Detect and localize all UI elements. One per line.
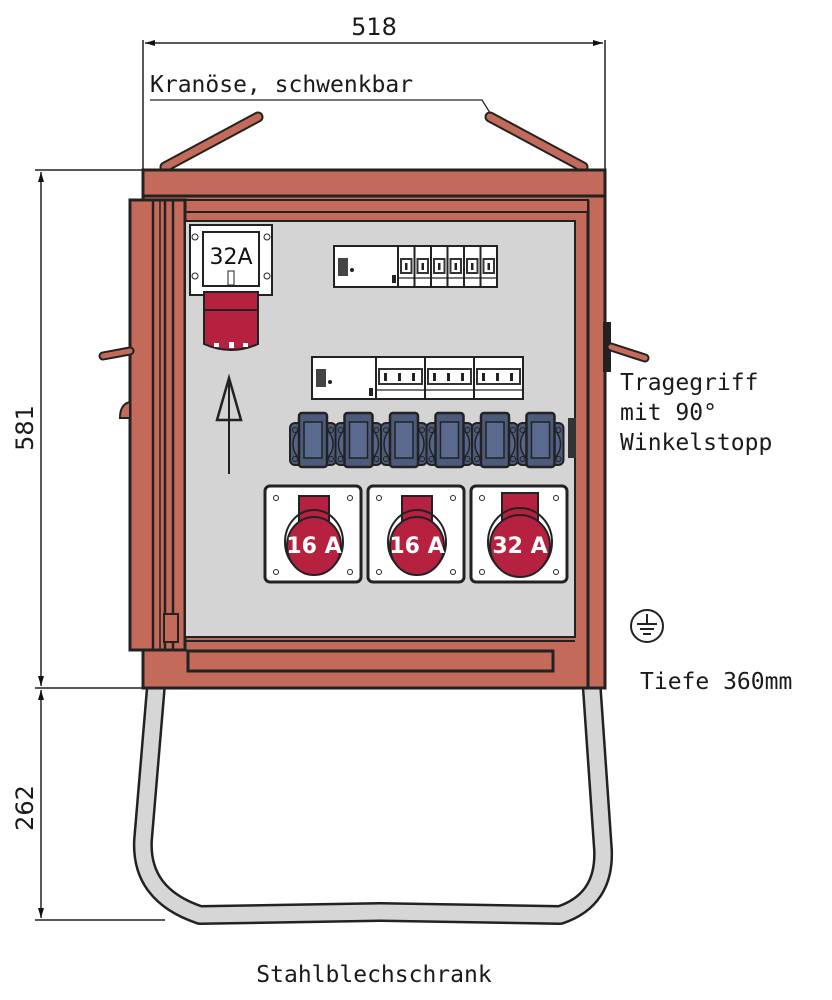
- tube-stand: [132, 661, 614, 925]
- cee-socket-row: 16 A 16 A 32 A: [263, 484, 569, 584]
- crane-eye-left: [159, 111, 264, 173]
- cee-socket: 32 A: [469, 484, 569, 584]
- ground-icon: [630, 609, 664, 643]
- schuko-socket: [380, 411, 428, 469]
- cabinet-height-value: 581: [11, 405, 39, 451]
- handle-note: Tragegriff mit 90° Winkelstopp: [620, 370, 772, 456]
- mcb-breaker: [413, 245, 432, 288]
- crane-eye-right: [484, 111, 589, 173]
- cee-socket: 16 A: [366, 484, 466, 584]
- breaker-row-1: [333, 245, 498, 288]
- handle-note-line2: mit 90°: [620, 400, 717, 426]
- schuko-socket-row: [289, 411, 565, 469]
- mcb-breaker-3pole: [473, 356, 524, 400]
- height-dimension: 581 262: [11, 169, 165, 921]
- caption: Stahlblechschrank: [256, 962, 492, 988]
- schuko-socket: [334, 411, 383, 469]
- mcb-breaker-3pole: [424, 356, 475, 400]
- arrow-up-icon: [215, 373, 243, 474]
- schuko-socket: [425, 411, 474, 469]
- cee-socket-rating: 32 A: [492, 534, 547, 559]
- breaker-row-2: [311, 356, 524, 400]
- mcb-breaker: [479, 245, 498, 288]
- inlet-32a: 32A: [189, 224, 273, 351]
- schuko-socket: [516, 411, 565, 469]
- mcb-breaker: [397, 245, 416, 288]
- handle-note-line3: Winkelstopp: [620, 430, 772, 456]
- inlet-rating: 32A: [209, 245, 252, 270]
- mcb-breaker: [446, 245, 465, 288]
- width-dimension: 518: [142, 13, 606, 170]
- stand-height-value: 262: [11, 785, 39, 831]
- door-lock: [568, 418, 576, 458]
- cee-socket-rating: 16 A: [389, 534, 444, 559]
- cee-socket-rating: 16 A: [286, 534, 341, 559]
- cabinet-door: [98, 198, 187, 652]
- schuko-socket: [471, 411, 519, 469]
- carry-handle: [603, 322, 650, 372]
- crane-eye-label: Kranöse, schwenkbar: [150, 72, 413, 98]
- handle-note-line1: Tragegriff: [620, 370, 758, 396]
- depth-note: Tiefe 360mm: [640, 669, 792, 695]
- crane-eye-callout: Kranöse, schwenkbar: [150, 72, 493, 117]
- mcb-breaker: [430, 245, 449, 288]
- width-value: 518: [351, 13, 397, 41]
- cee-socket: 16 A: [263, 484, 363, 584]
- mcb-breaker-3pole: [375, 356, 426, 400]
- mcb-breaker: [463, 245, 482, 288]
